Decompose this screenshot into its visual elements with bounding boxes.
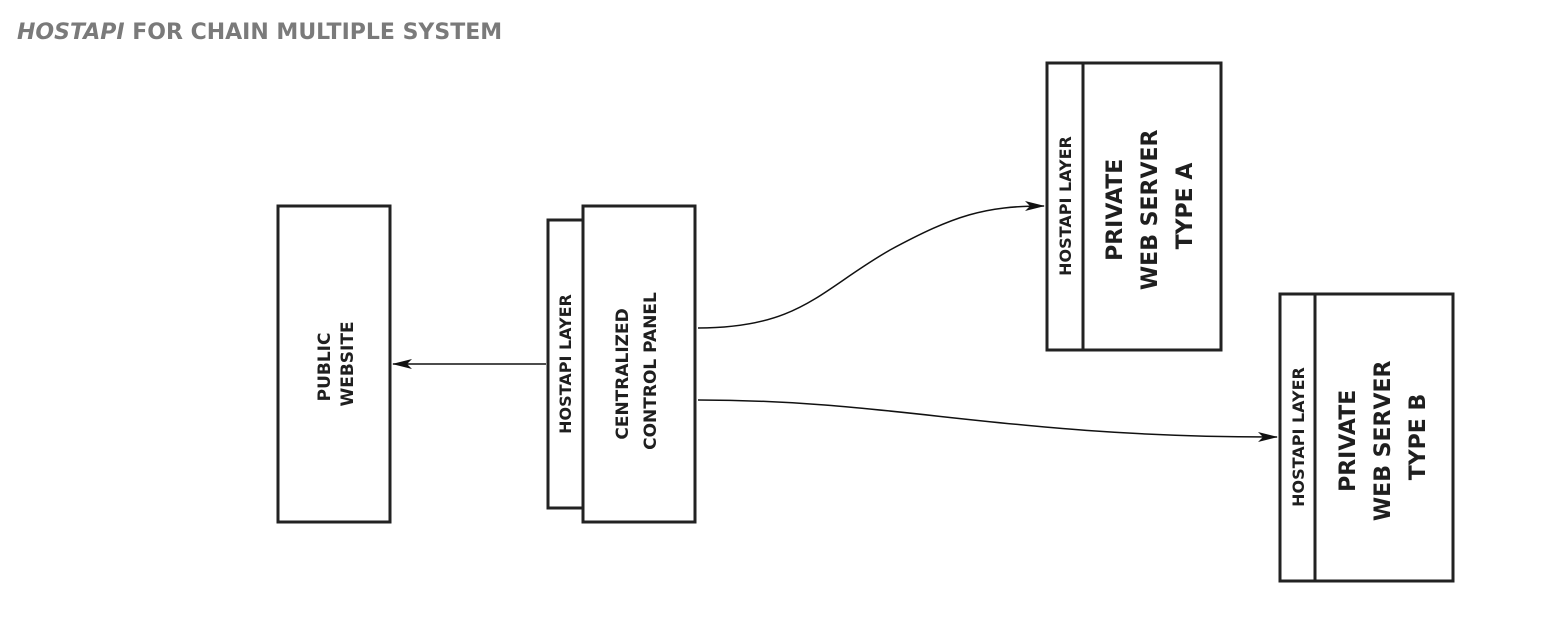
public-website-line-1: PUBLIC	[315, 333, 335, 402]
title-rest: FOR CHAIN MULTIPLE SYSTEM	[124, 20, 503, 45]
control-panel-line-2: CONTROL PANEL	[641, 292, 661, 450]
node-server-b: HOSTAPI LAYER PRIVATE WEB SERVER TYPE B	[1278, 292, 1455, 583]
server-a-box	[1045, 61, 1223, 352]
node-server-a: HOSTAPI LAYER PRIVATE WEB SERVER TYPE A	[1045, 61, 1223, 352]
edge-control-panel-to-server-a	[697, 201, 1045, 329]
public-website-box	[276, 204, 392, 524]
edge-control-panel-to-server-b	[697, 399, 1278, 442]
public-website-label: PUBLIC WEBSITE	[315, 321, 358, 406]
server-b-box	[1278, 292, 1455, 583]
node-public-website: PUBLIC WEBSITE	[276, 204, 392, 524]
server-b-label: PRIVATE WEB SERVER TYPE B	[1336, 353, 1431, 521]
title-emphasis: HOSTAPI	[17, 20, 125, 45]
server-b-line-3: TYPE B	[1406, 394, 1431, 481]
control-panel-box	[581, 204, 697, 524]
public-website-line-2: WEBSITE	[338, 321, 358, 406]
server-b-line-2: WEB SERVER	[1371, 361, 1396, 522]
server-a-line-2: WEB SERVER	[1138, 130, 1163, 291]
server-b-line-1: PRIVATE	[1336, 390, 1361, 492]
server-b-layer-label: HOSTAPI LAYER	[1289, 367, 1308, 507]
control-panel-hostapi-layer	[546, 218, 586, 510]
control-panel-layer-label: HOSTAPI LAYER	[556, 294, 575, 434]
control-panel-line-1: CENTRALIZED	[613, 308, 633, 439]
server-a-layer-label: HOSTAPI LAYER	[1056, 136, 1075, 276]
control-panel-label: CENTRALIZED CONTROL PANEL	[613, 292, 661, 450]
server-a-line-3: TYPE A	[1173, 163, 1198, 250]
server-a-label: PRIVATE WEB SERVER TYPE A	[1103, 122, 1198, 290]
node-control-panel: HOSTAPI LAYER CENTRALIZED CONTROL PANEL	[546, 204, 697, 524]
diagram-title: HOSTAPI FOR CHAIN MULTIPLE SYSTEM	[17, 20, 502, 45]
server-a-line-1: PRIVATE	[1103, 159, 1128, 261]
